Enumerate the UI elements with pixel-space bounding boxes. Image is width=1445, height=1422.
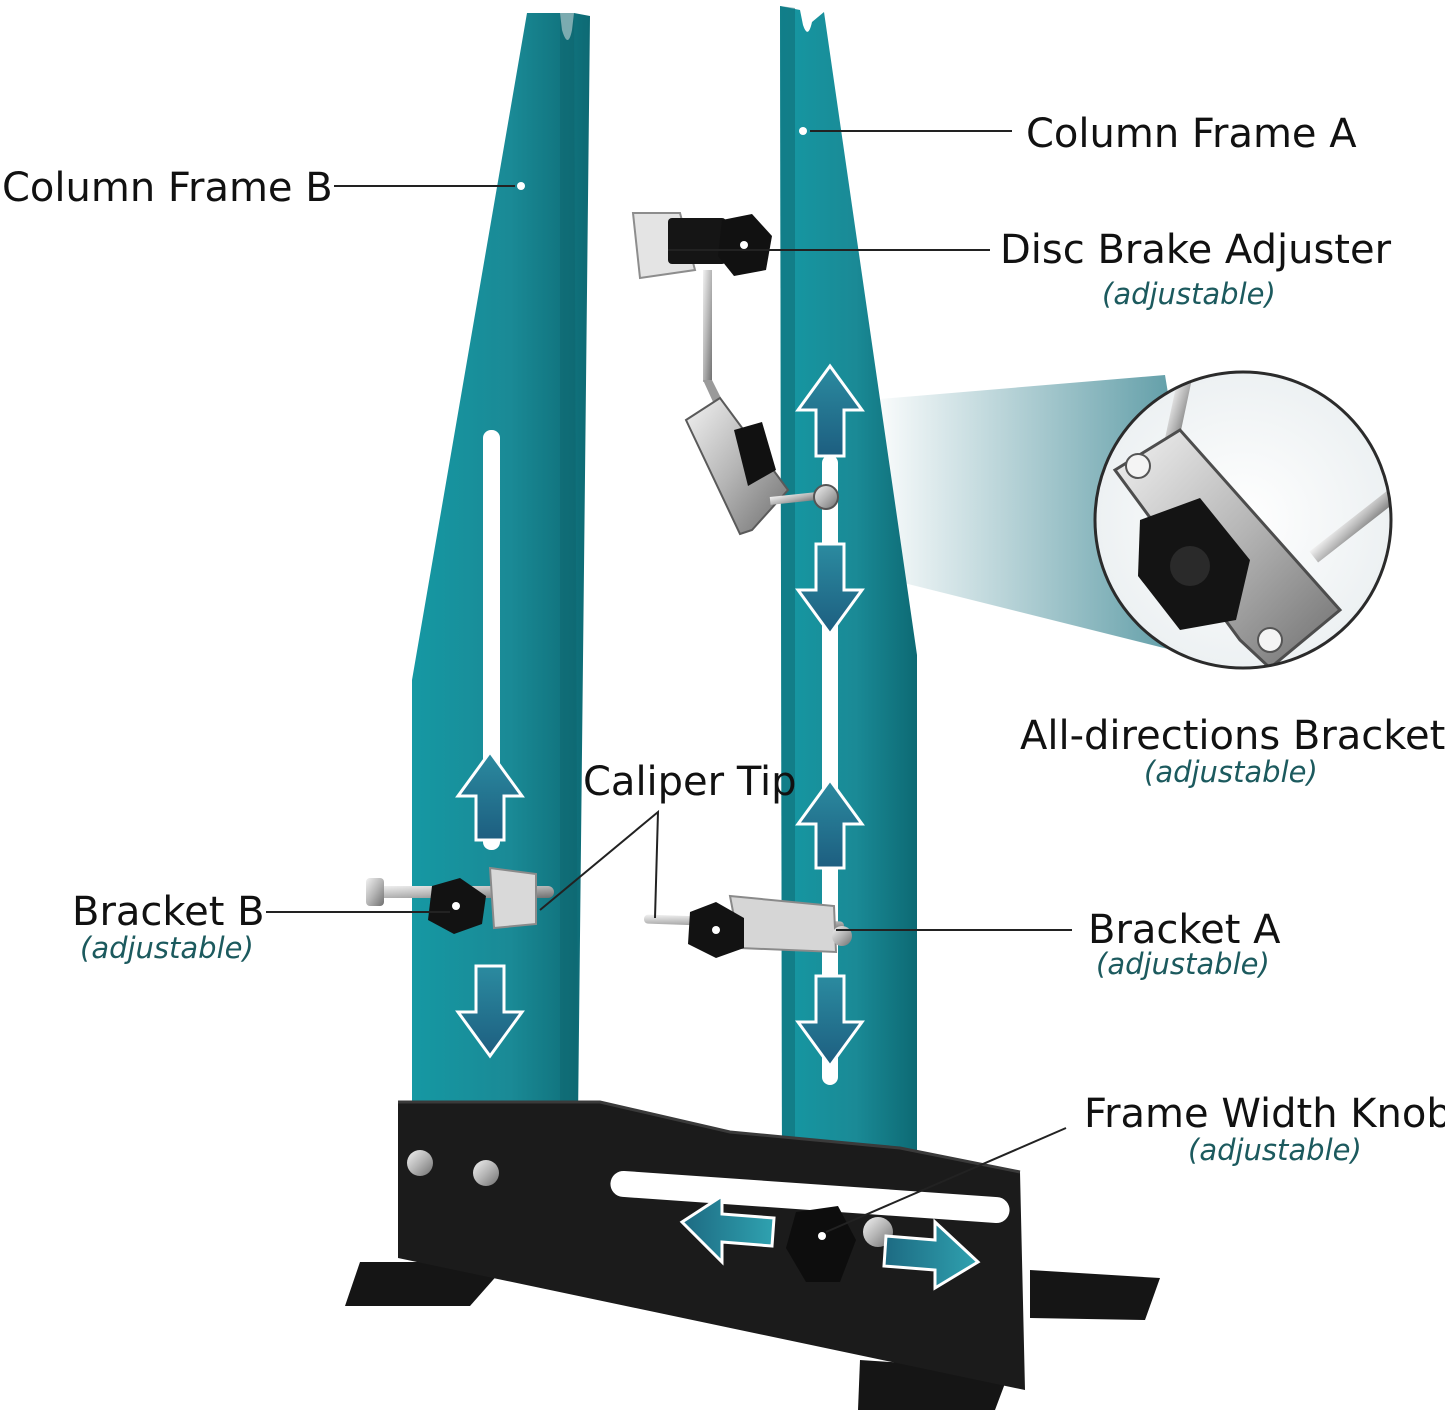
caliper-tip-label: Caliper Tip (583, 759, 797, 805)
column-frame-a-label: Column Frame A (1026, 111, 1357, 157)
all-directions-bracket-label: All-directions Bracket (1020, 713, 1445, 759)
bracket-b-subtext: (adjustable) (80, 931, 254, 965)
disc-brake-adjuster-subtext: (adjustable) (1102, 277, 1276, 311)
screw-icon (473, 1160, 499, 1186)
bracket-a-subtext: (adjustable) (1096, 947, 1270, 981)
frame-width-knob-label: Frame Width Knob (1084, 1091, 1445, 1137)
frame-width-knob-subtext: (adjustable) (1188, 1133, 1362, 1167)
bracket-a (644, 894, 852, 958)
disc-brake-adjuster (631, 212, 772, 404)
all-directions-bracket-zoom (1093, 370, 1393, 670)
disc-brake-adjuster-label: Disc Brake Adjuster (1000, 227, 1392, 273)
star-knob-icon (428, 878, 486, 934)
column-frame-b (412, 13, 590, 1120)
column-frame-b-label: Column Frame B (2, 165, 333, 211)
frame-width-knob-leader (825, 1127, 1067, 1233)
all-directions-bracket-arrows-icon (795, 363, 865, 637)
bracket-b-arrows-icon (455, 749, 525, 1059)
base-plate (345, 1100, 1160, 1410)
star-knob-icon (786, 1206, 856, 1282)
bracket-a-label: Bracket A (1088, 907, 1281, 953)
all-directions-bracket (684, 396, 839, 536)
all-directions-bracket-subtext: (adjustable) (1144, 755, 1318, 789)
bracket-b-label: Bracket B (72, 889, 265, 935)
bracket-b (366, 866, 554, 934)
column-frame-a (780, 6, 917, 1170)
bracket-a-arrows-icon (795, 777, 865, 1069)
caliper-tip-leader (539, 809, 660, 919)
frame-width-arrows-icon (679, 1193, 981, 1291)
leader-lines (266, 130, 1072, 1233)
star-knob-icon (718, 214, 772, 276)
screw-icon (407, 1150, 433, 1176)
star-knob-icon (1138, 498, 1250, 630)
star-knob-icon (688, 902, 744, 958)
